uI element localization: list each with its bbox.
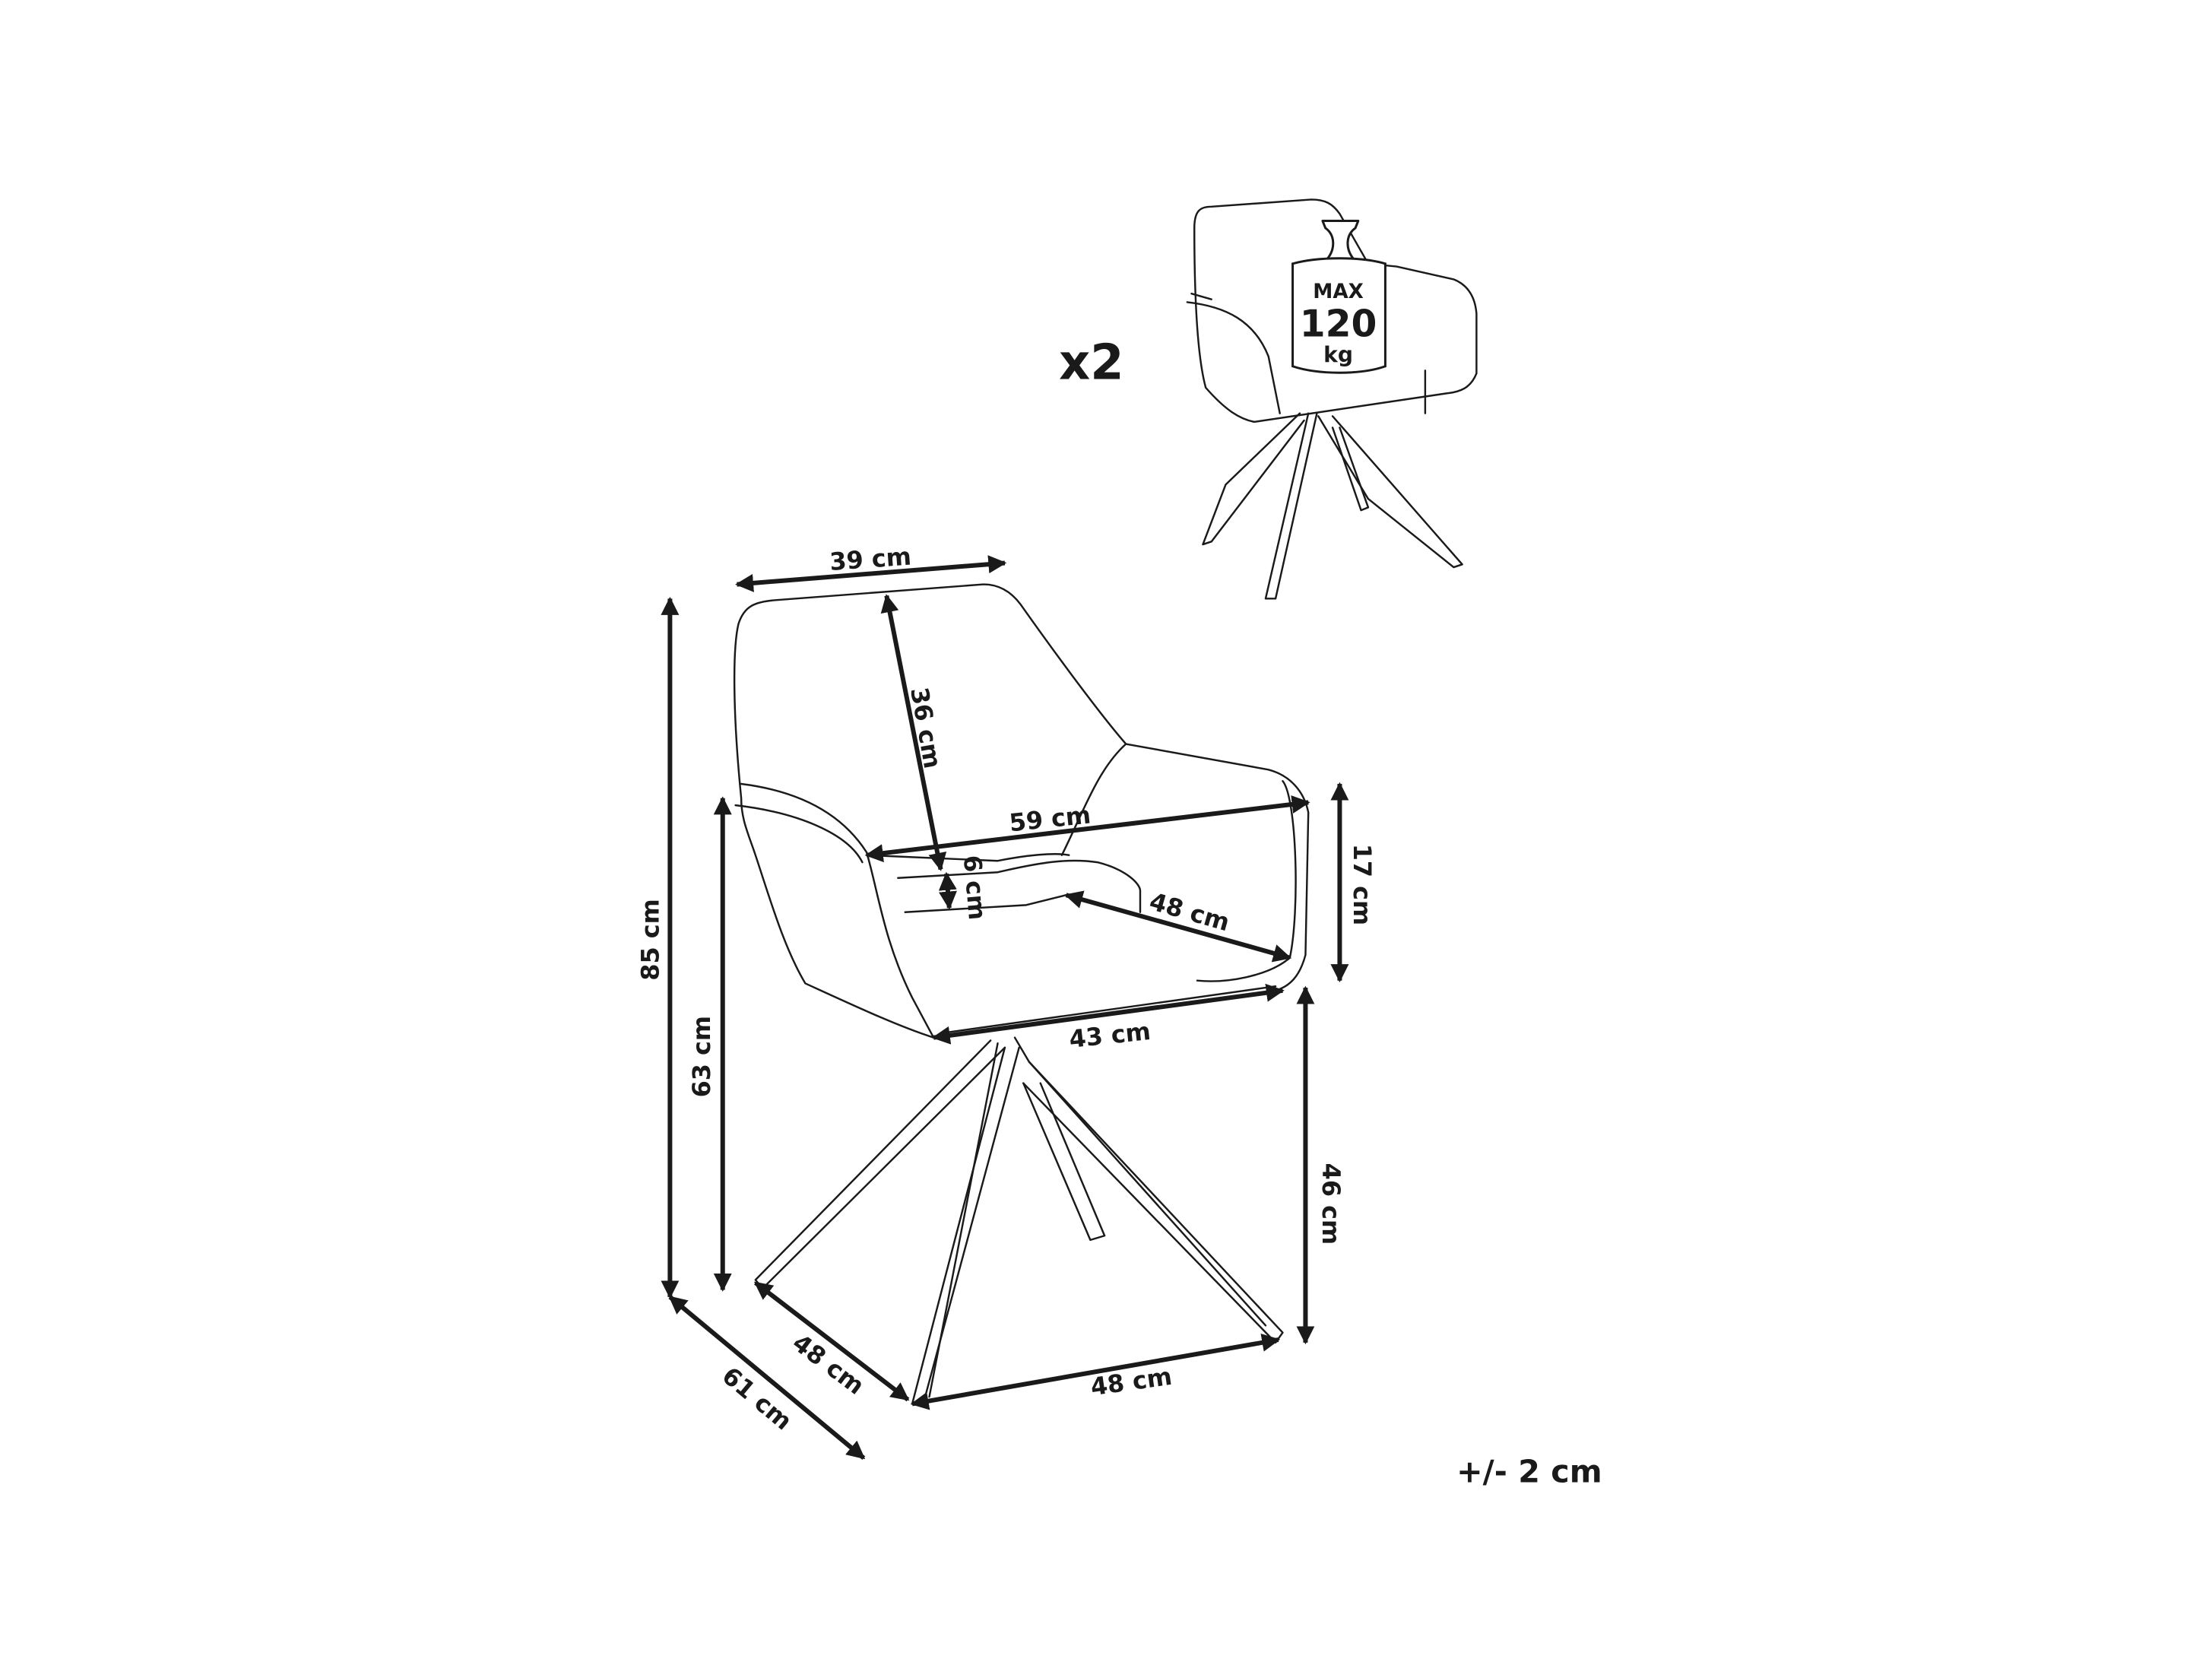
label-armrest-floor-height: 63 cm bbox=[687, 1016, 716, 1098]
label-total-height: 85 cm bbox=[635, 899, 664, 981]
tolerance-note: +/- 2 cm bbox=[1456, 1454, 1602, 1490]
weight-capacity-icon: MAX 120 kg bbox=[1186, 198, 1478, 600]
quantity-label: x2 bbox=[1059, 335, 1123, 392]
label-armrest-height: 17 cm bbox=[1348, 844, 1377, 926]
label-seat-width: 43 cm bbox=[1068, 1017, 1152, 1054]
weight-max-label: MAX bbox=[1313, 281, 1364, 303]
label-armrest-thickness: 6 cm bbox=[958, 854, 992, 921]
chair-drawing bbox=[733, 583, 1310, 1405]
weight-unit-label: kg bbox=[1323, 342, 1353, 367]
label-base-width: 48 cm bbox=[1089, 1362, 1174, 1402]
label-backrest-height: 36 cm bbox=[905, 685, 947, 770]
dimension-lines bbox=[661, 555, 1349, 1460]
label-backrest-width: 39 cm bbox=[829, 542, 912, 576]
label-seat-height: 46 cm bbox=[1317, 1163, 1345, 1245]
dimension-labels: 39 cm 36 cm 59 cm 6 cm 48 cm 17 cm 43 cm… bbox=[635, 542, 1377, 1436]
weight-value-label: 120 bbox=[1300, 303, 1377, 345]
